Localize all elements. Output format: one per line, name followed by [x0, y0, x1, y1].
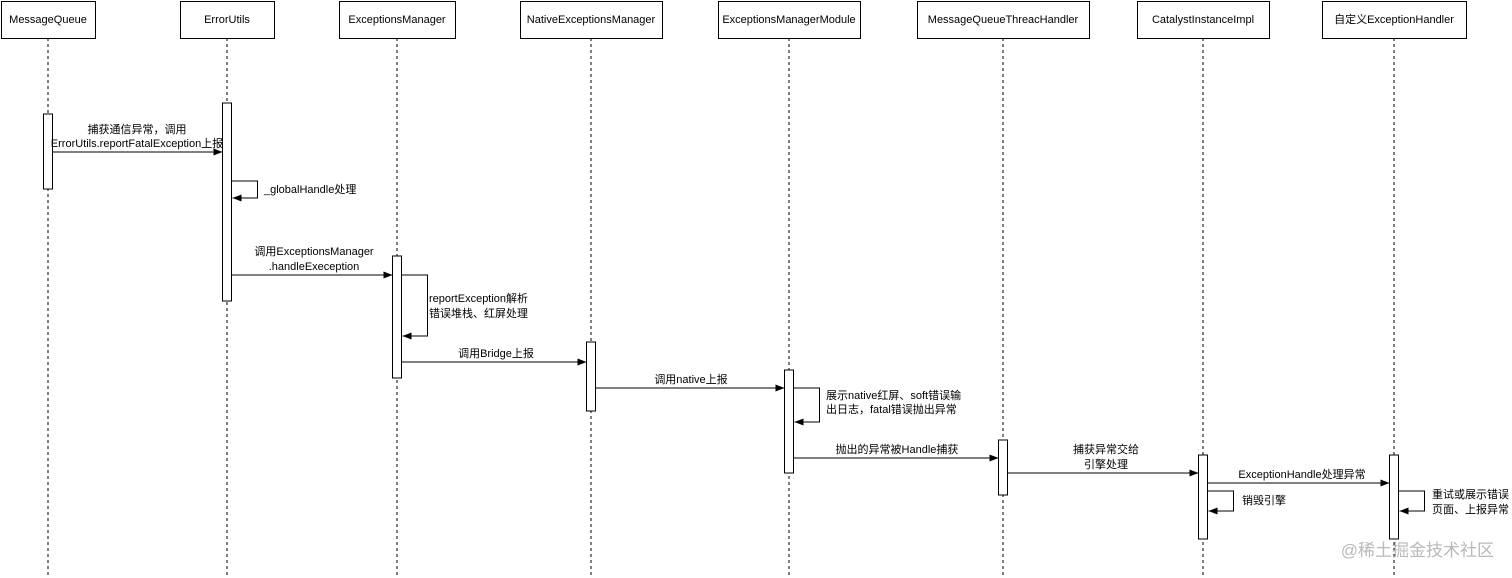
- message-1: 捕获通信异常，调用ErrorUtils.reportFatalException…: [51, 122, 223, 156]
- message-label: 错误堆栈、红屏处理: [429, 306, 528, 320]
- message-label: ExceptionHandle处理异常: [1238, 468, 1365, 481]
- participant-label-mqt: MessageQueueThreacHandler: [928, 14, 1079, 26]
- activation-bar-ceh: [1389, 454, 1399, 540]
- message-label: ErrorUtils.reportFatalException上报: [51, 136, 223, 150]
- message-3: 调用ExceptionsManager .handleExeception: [231, 245, 393, 279]
- message-6: 调用native上报: [595, 372, 785, 392]
- message-label: _globalHandle处理: [263, 183, 356, 196]
- participant-label-mq: MessageQueue: [9, 14, 87, 26]
- self-message-arrow: [1398, 490, 1425, 515]
- participant-label-eu: ErrorUtils: [204, 14, 250, 26]
- self-message-arrow: [1207, 490, 1234, 515]
- activation-bar-em: [392, 255, 402, 379]
- participant-box-ceh: [1322, 1, 1467, 39]
- participant-box-mqt: [917, 1, 1090, 39]
- message-label: 调用ExceptionsManager: [254, 245, 374, 258]
- message-11: 销毁引擎: [1207, 490, 1286, 515]
- message-label: 重试或展示错误: [1432, 487, 1509, 501]
- message-label: 页面、上报异常: [1432, 502, 1509, 516]
- activation-bar-mq: [43, 113, 53, 190]
- participant-box-em: [339, 1, 456, 39]
- self-message-arrow: [401, 274, 428, 340]
- message-label: reportException解析: [429, 291, 528, 305]
- participant-box-emm: [718, 1, 861, 39]
- participant-box-mq: [1, 1, 96, 39]
- message-label: 抛出的异常被Handle捕获: [836, 442, 959, 456]
- participant-box-eu: [180, 1, 275, 39]
- message-label: 展示native红屏、soft错误输: [826, 388, 961, 402]
- message-label: 调用Bridge上报: [458, 346, 534, 360]
- activation-bar-emm: [784, 369, 794, 474]
- activation-bar-cii: [1198, 454, 1208, 540]
- participant-label-nem: NativeExceptionsManager: [527, 14, 656, 26]
- message-10: ExceptionHandle处理异常: [1207, 468, 1390, 487]
- participant-label-ceh: 自定义ExceptionHandler: [1334, 12, 1454, 26]
- participant-label-em: ExceptionsManager: [348, 14, 446, 26]
- message-label: 销毁引擎: [1242, 493, 1286, 507]
- watermark: @稀土掘金技术社区: [1341, 541, 1494, 560]
- self-message-arrow: [231, 180, 258, 202]
- message-label: 出日志，fatal错误抛出异常: [826, 402, 957, 416]
- message-label: 捕获异常交给: [1073, 442, 1139, 456]
- participant-label-cii: CatalystInstanceImpl: [1152, 14, 1254, 26]
- activation-bar-nem: [586, 341, 596, 412]
- self-message-arrow: [793, 387, 820, 426]
- message-label: .handleExeception: [269, 261, 360, 273]
- activation-bar-mqt: [998, 439, 1008, 496]
- participant-label-emm: ExceptionsManagerModule: [722, 14, 855, 26]
- participant-box-cii: [1137, 1, 1270, 39]
- message-label: 引擎处理: [1084, 457, 1128, 471]
- message-2: _globalHandle处理: [231, 180, 356, 202]
- message-5: 调用Bridge上报: [401, 346, 587, 366]
- participant-box-nem: [520, 1, 663, 39]
- message-8: 抛出的异常被Handle捕获: [793, 442, 999, 462]
- message-label: 调用native上报: [654, 372, 727, 386]
- activation-bar-eu: [222, 102, 232, 302]
- message-label: 捕获通信异常，调用: [88, 122, 187, 136]
